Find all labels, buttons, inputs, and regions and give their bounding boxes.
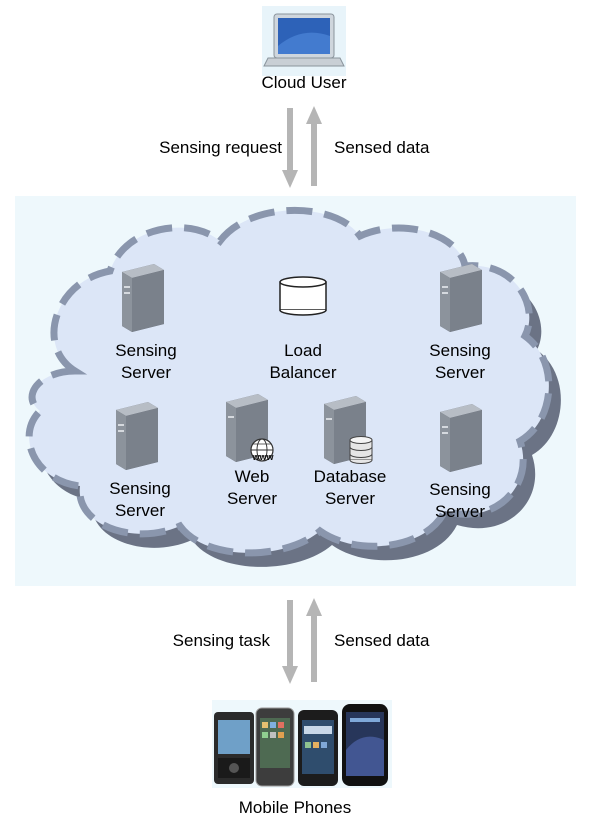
sensed-data-arrow-up-bottom — [306, 598, 322, 682]
web-server-icon — [226, 394, 274, 462]
www-badge: www — [252, 452, 274, 462]
database-icon — [349, 436, 373, 464]
load-balancer-icon — [279, 276, 327, 316]
load-balancer-label: Load Balancer — [269, 341, 337, 382]
server-icon — [440, 404, 482, 472]
sensed-data-top-label: Sensed data — [334, 138, 430, 157]
mobile-phones-label: Mobile Phones — [238, 798, 352, 817]
database-server-icon — [324, 396, 373, 464]
mobile-phones-image — [212, 700, 392, 788]
laptop-icon — [262, 6, 346, 76]
sensed-data-bottom-label: Sensed data — [334, 631, 430, 650]
sensing-task-arrow — [282, 600, 298, 684]
sensing-request-arrow — [282, 108, 298, 188]
cloud-shape — [25, 206, 561, 567]
sensing-server-top-right-label: Sensing Server — [429, 341, 491, 382]
server-icon — [116, 402, 158, 470]
cloud-user-label: Cloud User — [261, 73, 347, 92]
server-icon — [122, 264, 164, 332]
server-icon — [440, 264, 482, 332]
sensing-request-label: Sensing request — [159, 138, 282, 157]
database-server-label: Database Server — [313, 467, 387, 508]
sensed-data-arrow-up — [306, 106, 322, 186]
sensing-server-bottom-left-label: Sensing Server — [109, 479, 171, 520]
sensing-task-label: Sensing task — [172, 631, 270, 650]
sensing-server-top-left-label: Sensing Server — [115, 341, 177, 382]
sensing-server-bottom-right-label: Sensing Server — [429, 480, 491, 521]
web-server-label: Web Server — [226, 467, 278, 508]
